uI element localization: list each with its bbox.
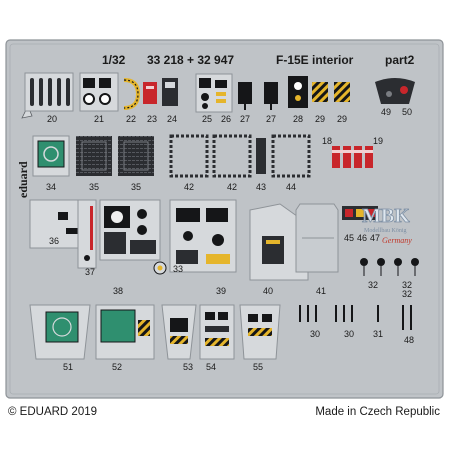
part-44-frame (271, 134, 311, 178)
part-number: 26 (221, 114, 231, 124)
part-number: 47 (370, 233, 380, 243)
copyright-text: © EDUARD 2019 (8, 406, 98, 418)
watermark-country: Germany (382, 236, 412, 245)
part-27-instrument-b (264, 82, 278, 110)
part-21-knobs (79, 72, 119, 112)
part-24-panel (162, 78, 178, 106)
part-number: 40 (263, 286, 273, 296)
part-number: 33 (173, 264, 183, 274)
part-45-46-47-lights (342, 206, 378, 220)
part-number: 54 (206, 362, 216, 372)
part-30-rods-a (299, 305, 317, 322)
part-29-warning-b (334, 82, 350, 102)
part-number: 49 (381, 107, 391, 117)
scale-label: 1/32 (102, 53, 126, 67)
part-35-keypad-a (76, 136, 112, 176)
part-43-strip (256, 138, 266, 174)
kit-codes: 33 218 + 32 947 (147, 53, 234, 67)
part-number: 20 (47, 114, 57, 124)
part-37-panel (77, 199, 97, 269)
part-number: 39 (216, 286, 226, 296)
part-34-display (32, 135, 70, 177)
part-number: 42 (184, 182, 194, 192)
part-54-panel (199, 304, 235, 360)
part-number: 27 (266, 114, 276, 124)
part-41-frame (295, 203, 339, 273)
made-in-text: Made in Czech Republic (315, 406, 440, 418)
brand-name: eduard (16, 161, 30, 198)
part-number: 30 (344, 329, 354, 339)
part-number: 29 (315, 114, 325, 124)
part-38-instrument-panel (99, 199, 161, 261)
part-number: 35 (131, 182, 141, 192)
fret-part-label: part2 (385, 53, 415, 67)
part-20-levers (24, 72, 74, 112)
fret-inner-edge (9, 43, 440, 395)
part-number: 32 (402, 289, 412, 299)
part-number: 45 (344, 233, 354, 243)
part-number: 32 (368, 280, 378, 290)
part-28-panel (288, 76, 308, 108)
part-number: 38 (113, 286, 123, 296)
part-number: 22 (126, 114, 136, 124)
part-number: 36 (49, 236, 59, 246)
part-number: 24 (167, 114, 177, 124)
part-number: 25 (202, 114, 212, 124)
part-number: 31 (373, 329, 383, 339)
part-29-warning-a (312, 82, 328, 102)
part-35-keypad-b (118, 136, 154, 176)
part-number: 18 (322, 136, 332, 146)
part-number: 32 (402, 280, 412, 290)
part-22-handle (123, 78, 141, 110)
part-number: 28 (293, 114, 303, 124)
part-number: 52 (112, 362, 122, 372)
part-number: 19 (373, 136, 383, 146)
part-51-mfd (29, 304, 91, 360)
part-40-panel (249, 203, 309, 281)
part-49-50-lights (375, 78, 415, 104)
part-52-mfd (95, 304, 155, 360)
part-33-knob (153, 261, 167, 275)
part-number: 51 (63, 362, 73, 372)
part-number: 30 (310, 329, 320, 339)
part-25-26-switches (195, 73, 233, 113)
part-number: 42 (227, 182, 237, 192)
part-number: 27 (240, 114, 250, 124)
part-number: 23 (147, 114, 157, 124)
part-number: 41 (316, 286, 326, 296)
part-30-rods-b (335, 305, 353, 322)
part-55-panel (239, 304, 281, 360)
part-53-panel (161, 304, 197, 360)
watermark-logo-text: MBK (362, 205, 410, 227)
part-number: 46 (357, 233, 367, 243)
part-42-frame-b (212, 134, 252, 178)
part-number: 29 (337, 114, 347, 124)
part-number: 44 (286, 182, 296, 192)
part-32-knobs-top (360, 258, 419, 276)
part-number: 43 (256, 182, 266, 192)
part-number: 34 (46, 182, 56, 192)
part-number: 35 (89, 182, 99, 192)
part-42-frame-a (169, 134, 209, 178)
mbk-watermark-logo: MBK Modellbau König Germany (362, 205, 413, 245)
fret-title: F-15E interior (276, 53, 354, 67)
part-number-labels: 20 21 22 23 24 25 26 27 27 28 29 29 49 5… (46, 107, 414, 372)
part-number: 21 (94, 114, 104, 124)
part-number: 53 (183, 362, 193, 372)
part-23-red-panel (143, 82, 157, 104)
part-number: 55 (253, 362, 263, 372)
part-27-instrument-a (238, 82, 252, 110)
part-number: 48 (404, 335, 414, 345)
part-number: 50 (402, 107, 412, 117)
watermark-tagline: Modellbau König (364, 228, 407, 234)
part-18-19-warning-lights (332, 146, 373, 168)
part-48-rods (402, 305, 412, 330)
part-number: 37 (85, 267, 95, 277)
part-39-console (169, 199, 237, 273)
